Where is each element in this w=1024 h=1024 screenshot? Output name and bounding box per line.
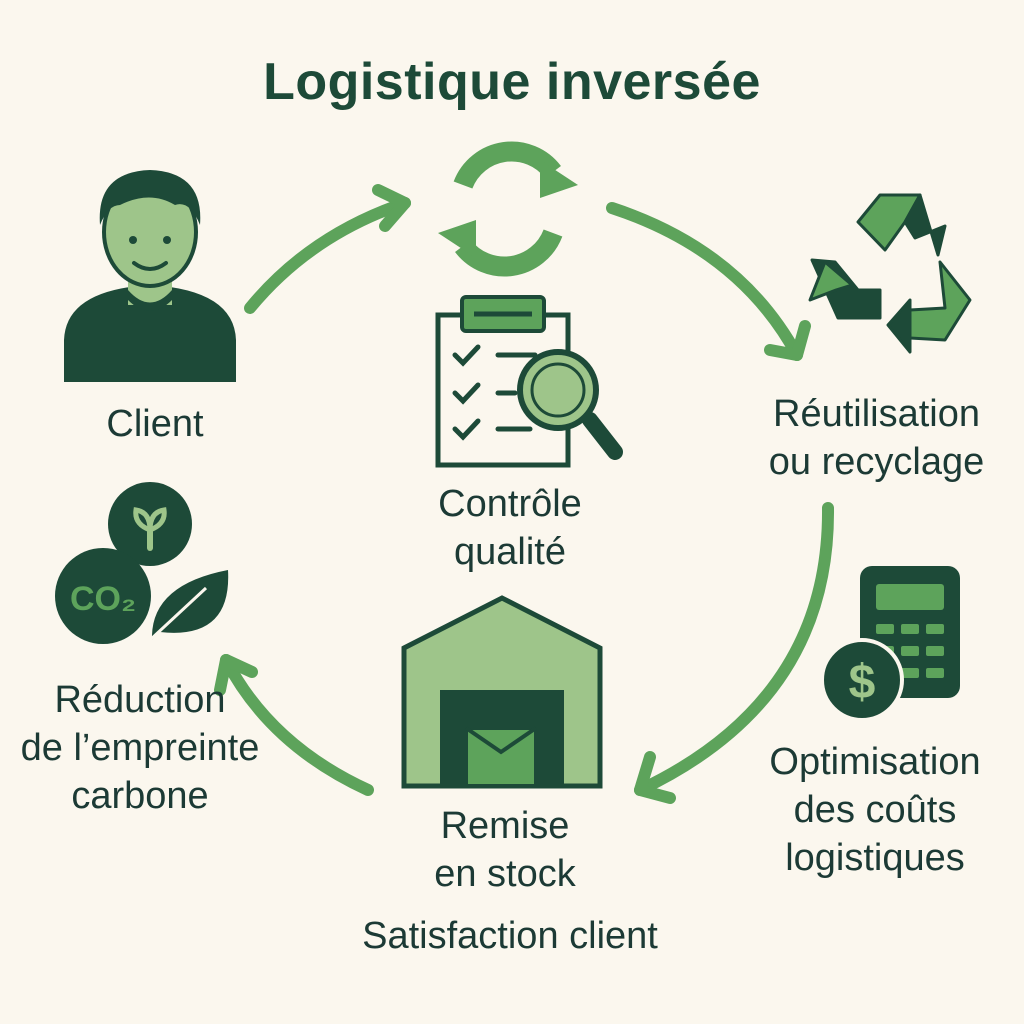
refresh-cycle-icon [453,141,563,277]
node-restock: Remise en stock [434,805,576,895]
recycle-icon [808,193,972,354]
arrow-cycle-to-reuse [606,202,803,361]
leaf-icon [148,570,229,642]
arrow-client-to-cycle [244,197,411,314]
arrowhead-cycle-to-reuse [764,320,811,361]
dollar-symbol: $ [849,656,876,709]
arrowhead-carbon [214,654,258,696]
node-cost-optimization: Optimisation des coûts logistiques [769,741,981,879]
arrowhead-restock [634,751,676,804]
sprout-icon [108,482,192,566]
arrow-reuse-to-restock [634,502,835,796]
node-carbon-reduction: Réduction de l’empreinte carbone [20,679,260,817]
person-icon [64,170,236,382]
arrowhead-client-to-cycle [372,184,411,232]
dollar-coin-icon: $ [820,638,904,722]
arrow-restock-to-carbon [220,654,374,796]
warehouse-icon [401,595,603,789]
co2-icon: CO₂ [55,548,151,644]
co2-text: CO₂ [70,580,136,618]
node-quality-control: Contrôle qualité [438,483,582,573]
node-customer-satisfaction: Satisfaction client [362,915,658,957]
node-client: Client [106,403,204,445]
diagram-title: Logistique inversée [263,53,761,111]
node-reuse-recycling: Réutilisation ou recyclage [768,393,985,483]
magnifier-icon [517,349,623,460]
